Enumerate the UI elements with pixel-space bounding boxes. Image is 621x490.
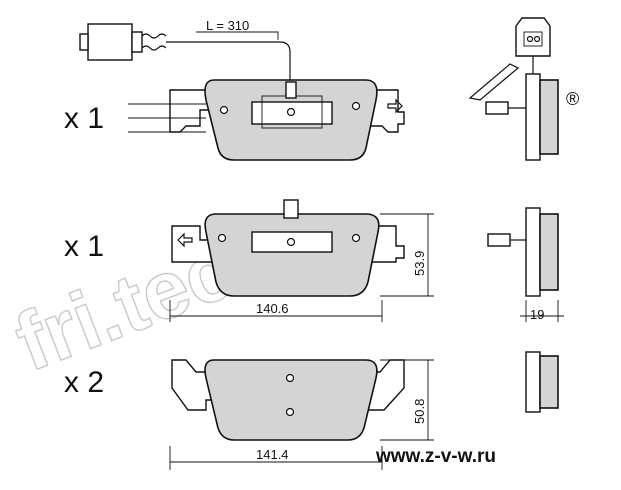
height-top-label: 53.9 bbox=[412, 251, 427, 276]
side-view-2-friction bbox=[539, 213, 559, 291]
brake-pad-2: 140.6 53.9 bbox=[169, 199, 434, 322]
width-bottom-dimension-line bbox=[169, 446, 383, 470]
side-view-connector-pin-a bbox=[526, 35, 534, 43]
pad-1-right-hole bbox=[351, 101, 361, 111]
side-view-3-backing bbox=[525, 351, 541, 413]
side-view-2: 19 bbox=[487, 207, 564, 322]
side-view-2-clip bbox=[487, 233, 511, 247]
side-view-connector bbox=[515, 17, 551, 57]
side-view-1-backing bbox=[525, 73, 541, 161]
sensor-wire-coil-lower bbox=[141, 45, 167, 51]
wire-length-label: L = 310 bbox=[206, 18, 249, 33]
pad-1-center-hole bbox=[286, 107, 296, 117]
side-view-3-friction bbox=[539, 355, 559, 409]
side-view-1 bbox=[468, 17, 559, 161]
watermark-site-url: www.z-v-w.ru bbox=[375, 446, 496, 467]
pad-2-center-hole bbox=[286, 237, 296, 247]
wire-length-dimension bbox=[196, 31, 279, 40]
quantity-label-2: x 1 bbox=[64, 230, 104, 263]
pad-1-sensor-plug bbox=[285, 81, 297, 99]
side-view-3 bbox=[525, 351, 559, 413]
sensor-wire bbox=[166, 41, 291, 82]
pad-2-right-hole bbox=[351, 233, 361, 243]
sensor-connector-tab bbox=[79, 33, 89, 51]
width-top-dimension-line bbox=[169, 300, 383, 322]
height-bottom-dimension-line bbox=[380, 359, 434, 441]
side-view-connector-window bbox=[523, 31, 543, 47]
side-view-connector-pin-b bbox=[533, 35, 541, 43]
side-view-1-clip bbox=[485, 101, 509, 115]
pad-1-leader-lines bbox=[128, 103, 206, 133]
pad-2-friction-material bbox=[204, 213, 380, 297]
sensor-wire-coil bbox=[141, 33, 167, 39]
pad-1-direction-arrow bbox=[387, 98, 403, 114]
quantity-label-3: x 2 bbox=[64, 366, 104, 399]
brake-pad-3: 50.8 141.4 bbox=[169, 359, 434, 470]
side-view-1-friction bbox=[539, 79, 559, 155]
pad-2-left-hole bbox=[217, 233, 227, 243]
pad-3-friction-material bbox=[204, 359, 378, 441]
side-view-1-sensor-wire bbox=[468, 63, 520, 101]
sensor-connector-boot bbox=[131, 31, 143, 53]
pad-1-left-hole bbox=[219, 105, 229, 115]
width-top-label: 140.6 bbox=[256, 301, 289, 316]
side-view-2-backing bbox=[525, 207, 541, 297]
wear-sensor-wire: L = 310 bbox=[79, 18, 291, 82]
pad-3-bottom-hole bbox=[285, 407, 295, 417]
watermark-registered-mark: ® bbox=[566, 89, 579, 109]
brake-pad-1 bbox=[128, 79, 405, 161]
width-bottom-label: 141.4 bbox=[256, 447, 289, 462]
quantity-label-1: x 1 bbox=[64, 102, 104, 135]
height-bottom-label: 50.8 bbox=[412, 399, 427, 424]
sensor-connector bbox=[87, 23, 133, 61]
thickness-label: 19 bbox=[530, 307, 544, 322]
thickness-dimension-line bbox=[520, 300, 564, 322]
pad-2-sensor-socket bbox=[283, 199, 299, 219]
pad-2-direction-arrow bbox=[177, 232, 193, 248]
pad-3-top-hole bbox=[285, 373, 295, 383]
height-top-dimension-line bbox=[380, 213, 434, 297]
